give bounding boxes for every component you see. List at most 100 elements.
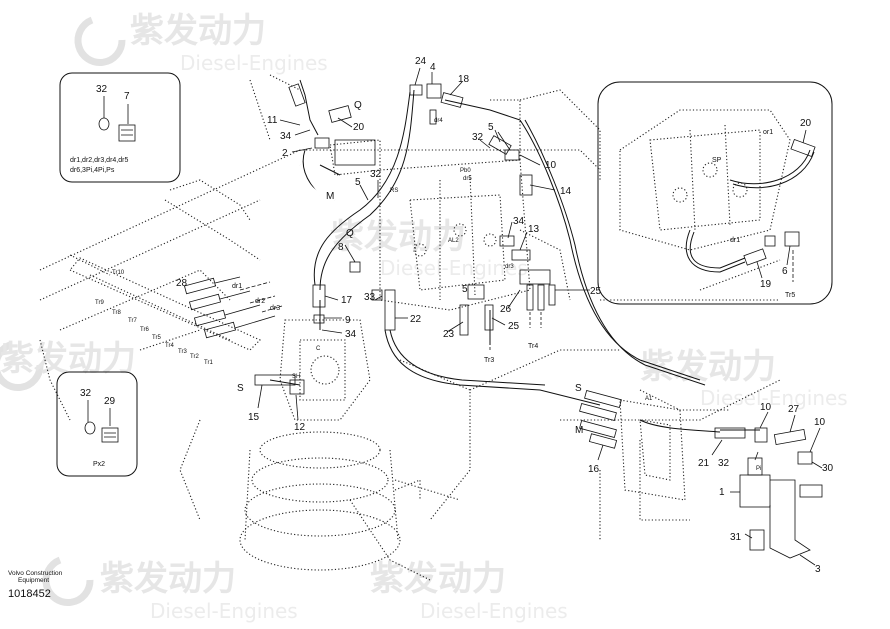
label-m: M xyxy=(326,191,334,202)
inset-bottom-left: 32 29 Px2 xyxy=(56,371,138,477)
watermark-brand-cn: 紫发动力 xyxy=(330,217,466,257)
label-tr4b: Tr4 xyxy=(165,343,174,349)
inset-bl-callout-32: 32 xyxy=(80,388,92,399)
inset-bl-callout-29: 29 xyxy=(104,396,116,407)
label-tr6: Tr6 xyxy=(140,327,149,333)
callout-32c: 32 xyxy=(718,458,730,469)
callout-26: 26 xyxy=(500,304,512,315)
label-dr1: dr1 xyxy=(232,283,242,290)
flow-arrows xyxy=(239,281,542,350)
callout-10: 10 xyxy=(545,160,557,171)
inset-tr-fitting-20 xyxy=(790,139,816,157)
watermark-logo-mid-left: 紫发动力 xyxy=(0,339,136,391)
callout-32b: 32 xyxy=(370,169,382,180)
fitting-12 xyxy=(289,379,305,395)
callout-25: 25 xyxy=(590,286,602,297)
label-rs: RS xyxy=(390,188,398,194)
o-ring-icon xyxy=(84,421,96,435)
label-tr1: Tr1 xyxy=(204,360,213,366)
hose-22 xyxy=(384,289,396,331)
label-dr3: dr3 xyxy=(505,264,514,270)
watermark-layer: 紫发动力 Diesel-Engines 紫发动力 紫发动力 Diesel-Eng… xyxy=(0,11,848,623)
label-s: S xyxy=(237,383,244,394)
watermark-brand-cn: 紫发动力 xyxy=(370,559,506,599)
inset-tr-label-tr5: Tr5 xyxy=(785,292,795,299)
hose-27 xyxy=(773,429,807,445)
callout-24: 24 xyxy=(415,56,427,67)
callout-20: 20 xyxy=(353,122,365,133)
callout-31: 31 xyxy=(730,532,742,543)
leader-lines xyxy=(257,67,823,566)
fitting-13 xyxy=(511,249,531,261)
fitting-hose-end xyxy=(288,83,306,107)
inset-tl-callout-7: 7 xyxy=(124,91,130,102)
plug-fitting-icon xyxy=(118,124,136,142)
callout-34b: 34 xyxy=(513,216,525,227)
label-dr2: dr2 xyxy=(255,298,265,305)
callout-11: 11 xyxy=(267,115,278,126)
watermark-brand-cn: 紫发动力 xyxy=(640,347,776,387)
inset-tr-label-dr1: dr1 xyxy=(730,237,740,244)
label-dr3b: dr3 xyxy=(270,305,280,312)
inset-top-right: 20 or1 SP dr1 6 19 Tr5 xyxy=(597,81,833,305)
bolt-30 xyxy=(799,484,823,498)
watermark-brand-en: Diesel-Engines xyxy=(420,599,568,623)
hose-tr4-a xyxy=(526,284,534,311)
label-tr10: Tr10 xyxy=(112,270,125,276)
fitting-8 xyxy=(349,261,361,273)
label-tr4: Tr4 xyxy=(528,343,538,350)
callout-34: 34 xyxy=(280,131,292,142)
label-sh: SH xyxy=(292,374,300,380)
watermark-logo-right: 紫发动力 Diesel-Engines xyxy=(640,347,848,410)
watermark-brand-cn: 紫发动力 xyxy=(100,559,236,599)
hose-25b xyxy=(484,304,494,331)
watermark-brand-en: Diesel-Engines xyxy=(700,386,848,410)
inset-tr-fitting xyxy=(764,235,776,247)
callout-14: 14 xyxy=(560,186,572,197)
label-c: C xyxy=(316,346,321,352)
hose-lines xyxy=(269,79,760,433)
hose-tr4-b xyxy=(537,284,545,311)
callout-3: 3 xyxy=(815,564,821,575)
callout-12: 12 xyxy=(294,422,306,433)
label-q: Q xyxy=(354,100,362,111)
inset-tl-caption-line2: dr6,3Pi,4Pi,Ps xyxy=(70,167,115,174)
watermark-logo-top: 紫发动力 Diesel-Engines xyxy=(74,11,328,75)
label-dr5: dr5 xyxy=(463,176,472,182)
label-q2: Q xyxy=(346,228,354,239)
callouts: 11 34 2 20 Q M 24 4 18 dr4 32 5 10 14 Pb… xyxy=(95,56,834,575)
watermark-brand-en: Diesel-Engines xyxy=(180,51,328,75)
callout-33: 33 xyxy=(364,292,376,303)
label-tr3b: Tr3 xyxy=(178,349,187,355)
callout-2: 2 xyxy=(282,148,288,159)
callout-30: 30 xyxy=(822,463,834,474)
hose-21 xyxy=(714,427,746,439)
fitting-33 xyxy=(371,289,383,301)
fittings xyxy=(183,83,823,559)
hose-23 xyxy=(459,304,469,336)
callout-8: 8 xyxy=(338,242,344,253)
label-tr9: Tr9 xyxy=(95,300,104,306)
callout-25b: 25 xyxy=(508,321,520,332)
watermark-brand-cn: 紫发动力 xyxy=(130,11,266,51)
plug-fitting-icon xyxy=(101,427,119,443)
callout-5c: 5 xyxy=(462,284,468,295)
inset-tr-callout-19: 19 xyxy=(760,279,772,290)
fitting-elbow-2 xyxy=(314,137,330,149)
mounting-bracket-3 xyxy=(769,479,811,559)
right-valve-block xyxy=(619,399,686,501)
fitting-9 xyxy=(313,314,325,324)
label-s2: S xyxy=(575,383,582,394)
inset-tl-caption-line1: dr1,dr2,dr3,dr4,dr5 xyxy=(70,157,128,164)
fitting-5b xyxy=(504,149,520,161)
fitting-34b xyxy=(499,235,515,247)
watermark-brand-en: Diesel-Engines xyxy=(380,256,528,280)
label-tr5: Tr5 xyxy=(152,335,161,341)
drain-manifold xyxy=(69,257,261,351)
callout-5: 5 xyxy=(488,122,494,133)
label-tr7: Tr7 xyxy=(128,318,137,324)
callout-18: 18 xyxy=(458,74,470,85)
fitting-10 xyxy=(488,135,512,155)
chassis-outline xyxy=(39,74,781,581)
